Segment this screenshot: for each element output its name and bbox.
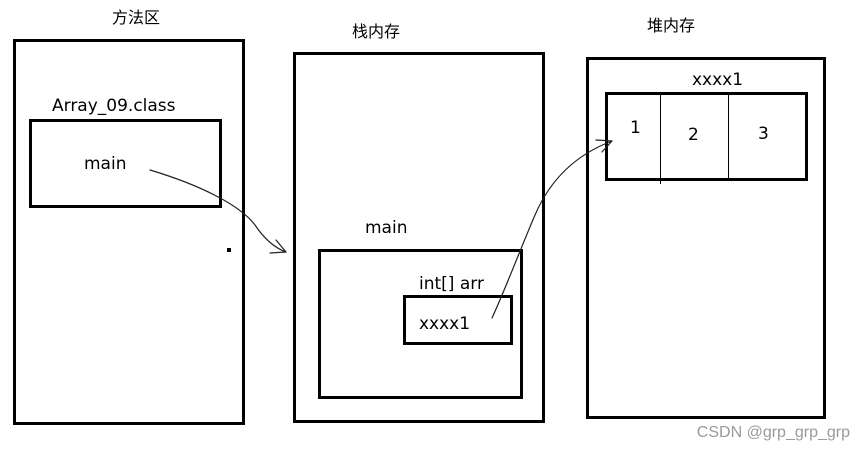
watermark: CSDN @grp_grp_grp	[696, 424, 850, 441]
array-variable-box	[403, 295, 513, 345]
class-file-label: Array_09.class	[52, 96, 176, 116]
stray-dot	[227, 248, 231, 252]
stack-frame-label: main	[365, 218, 408, 238]
heap-array-box	[605, 92, 808, 181]
array-element-2: 2	[688, 125, 699, 145]
method-area-title: 方法区	[112, 8, 161, 27]
method-main-label: main	[84, 154, 127, 174]
array-element-3: 3	[758, 124, 769, 144]
array-address-label: xxxx1	[692, 70, 744, 90]
array-divider-1	[660, 92, 661, 184]
array-divider-2	[728, 92, 729, 181]
arrow-method-to-stack-head	[269, 239, 287, 254]
class-file-box	[29, 119, 222, 208]
array-element-1: 1	[630, 118, 641, 138]
stack-title: 栈内存	[352, 22, 401, 41]
stack-frame-box	[318, 249, 523, 399]
array-variable-value: xxxx1	[419, 314, 471, 334]
heap-title: 堆内存	[647, 16, 696, 35]
array-variable-label: int[] arr	[419, 274, 484, 294]
